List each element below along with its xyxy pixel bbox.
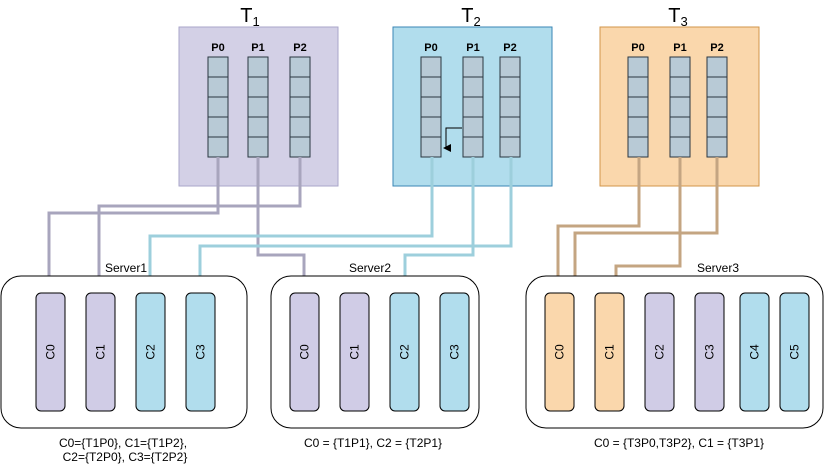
server2: Server2: [270, 261, 480, 429]
server2-consumer-c2-label: C2: [398, 344, 412, 360]
server2-consumer-c0-label: C0: [298, 344, 312, 360]
t2-p1-label: P1: [466, 42, 479, 54]
server3-consumer-c4: C4: [739, 292, 770, 412]
link-t1p0-server1-c0: [47, 157, 220, 288]
server1-caption-line1: C0={T1P0}, C1={T1P2},: [59, 436, 187, 450]
link-t3p2-server3-c0: [573, 157, 719, 288]
consumers: C0 C1 C2 C3 C0 C1 C2 C3 C0 C1 C2 C3 C4 C5: [35, 292, 810, 412]
partition-queue-t3-p1: [669, 56, 691, 158]
t1-p2-label: P2: [293, 42, 306, 54]
link-t1p2-server1-c1: [97, 157, 302, 288]
server1-caption-line2: C2={T2P0}, C3={T2P2}: [63, 450, 188, 464]
link-t3p0-server3-c0: [556, 157, 641, 288]
server3-consumer-c0: C0: [544, 292, 575, 412]
server1-consumer-c1: C1: [85, 292, 116, 412]
server3-consumer-c5: C5: [779, 292, 810, 412]
server1-consumer-c3: C3: [185, 292, 216, 412]
t2-p2-label: P2: [503, 42, 516, 54]
t3-p1-label: P1: [673, 42, 686, 54]
server2-caption: C0 = {T1P1}, C2 = {T2P1}: [304, 436, 442, 450]
server2-consumer-c1-label: C1: [348, 344, 362, 360]
topic-t1-title: T1: [240, 5, 259, 29]
server3-consumer-c3-label: C3: [703, 344, 717, 360]
server2-consumer-c2: C2: [389, 292, 420, 412]
server3-label: Server3: [697, 261, 739, 275]
server1-consumer-c1-label: C1: [94, 344, 108, 360]
server2-consumer-c3: C3: [439, 292, 470, 412]
link-t2p2-server1-c3: [198, 157, 513, 288]
server1-consumer-c3-label: C3: [194, 344, 208, 360]
server3-caption: C0 = {T3P0,T3P2}, C1 = {T3P1}: [594, 436, 764, 450]
topic-t2-title: T2: [461, 5, 480, 29]
partition-queues: [207, 56, 728, 158]
server3-consumer-c1-label: C1: [603, 344, 617, 360]
server3-consumer-c1: C1: [594, 292, 625, 412]
partition-queue-t1-p2: [289, 56, 311, 158]
server1-consumer-c2: C2: [135, 292, 166, 412]
server2-consumer-c0: C0: [289, 292, 320, 412]
link-t1p1-server2-c0: [256, 157, 312, 288]
partition-queue-t2-p2: [499, 56, 521, 158]
partition-queue-t3-p0: [627, 56, 649, 158]
server3-consumer-c4-label: C4: [748, 344, 762, 360]
server2-consumer-c3-label: C3: [448, 344, 462, 360]
t3-p0-label: P0: [631, 42, 644, 54]
server1-label: Server1: [105, 261, 147, 275]
t2-p0-label: P0: [424, 42, 437, 54]
server2-consumer-c1: C1: [339, 292, 370, 412]
topic-t3-title: T3: [668, 5, 687, 29]
server1-consumer-c0: C0: [35, 292, 66, 412]
partition-queue-t2-p0: [420, 56, 442, 158]
server3-consumer-c3: C3: [694, 292, 725, 412]
server3-consumer-c2: C2: [644, 292, 675, 412]
server1-consumer-c2-label: C2: [144, 344, 158, 360]
t1-p0-label: P0: [211, 42, 224, 54]
link-t2p0-server1-c2: [148, 157, 434, 288]
partition-queue-t1-p1: [247, 56, 269, 158]
partition-queue-t3-p2: [706, 56, 728, 158]
partition-queue-t2-p1: [462, 56, 484, 158]
server3-consumer-c2-label: C2: [653, 344, 667, 360]
rebalance-arrow: [443, 127, 462, 152]
server3-consumer-c5-label: C5: [788, 344, 802, 360]
partition-queue-t1-p0: [207, 56, 229, 158]
t3-p2-label: P2: [710, 42, 723, 54]
t1-p1-label: P1: [251, 42, 264, 54]
server1-consumer-c0-label: C0: [44, 344, 58, 360]
server2-label: Server2: [349, 261, 391, 275]
link-t2p1-server2-c2: [403, 157, 475, 288]
server3-consumer-c0-label: C0: [553, 344, 567, 360]
link-t3p1-server3-c1: [614, 157, 682, 288]
